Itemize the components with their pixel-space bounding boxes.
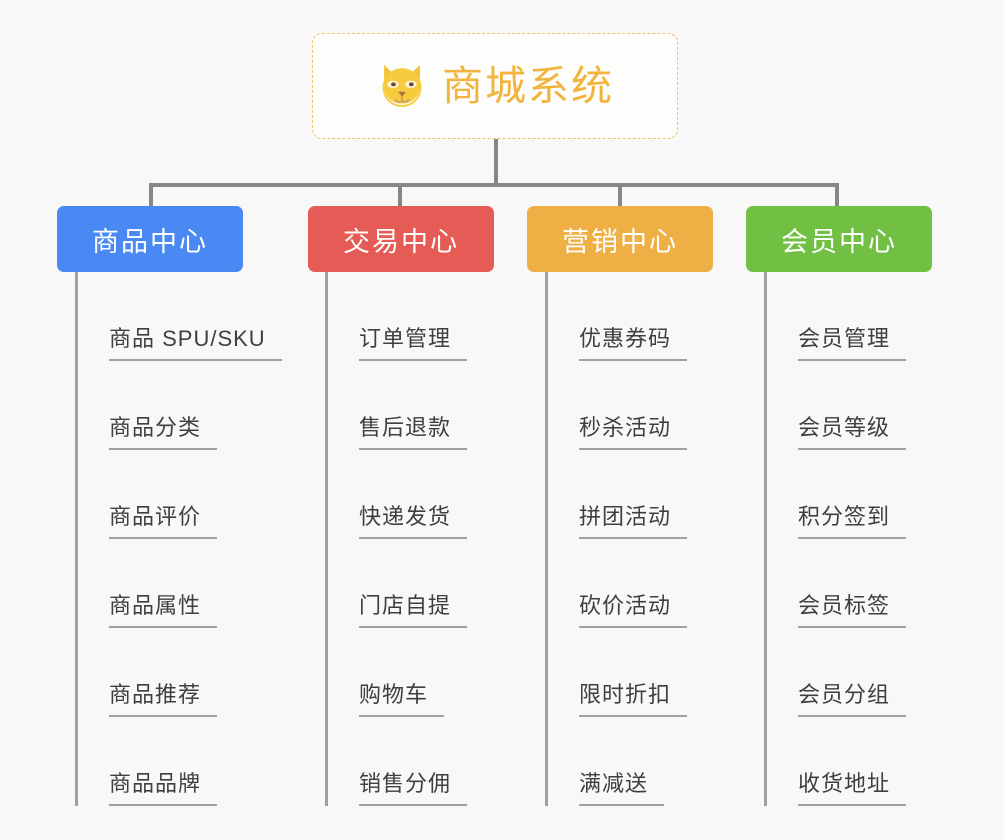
shiba-dog-face-icon xyxy=(376,60,428,112)
category-label: 交易中心 xyxy=(343,226,459,257)
leaf-spine-member-center xyxy=(764,272,767,806)
leaf-item[interactable]: 快递发货 xyxy=(325,450,468,539)
leaf-item-label: 商品 SPU/SKU xyxy=(109,328,282,361)
category-label: 会员中心 xyxy=(781,226,897,257)
leaf-item-label: 会员等级 xyxy=(798,417,907,450)
leaf-column-trade-center: 订单管理售后退款快递发货门店自提购物车销售分佣 xyxy=(325,272,468,806)
leaf-item[interactable]: 商品 SPU/SKU xyxy=(75,272,282,361)
leaf-item-label: 秒杀活动 xyxy=(579,417,688,450)
root-node-title: 商城系统 xyxy=(442,62,614,109)
category-label: 营销中心 xyxy=(562,226,678,257)
leaf-item[interactable]: 商品品牌 xyxy=(75,717,282,806)
leaf-item-label: 会员分组 xyxy=(798,684,907,717)
leaf-item-label: 砍价活动 xyxy=(579,595,688,628)
leaf-item[interactable]: 销售分佣 xyxy=(325,717,468,806)
category-box-trade-center[interactable]: 交易中心 xyxy=(308,206,494,272)
leaf-item-label: 商品分类 xyxy=(109,417,218,450)
leaf-item-label: 会员标签 xyxy=(798,595,907,628)
leaf-item-label: 门店自提 xyxy=(359,595,468,628)
leaf-item-label: 销售分佣 xyxy=(359,773,468,806)
connector-drop-member-center xyxy=(835,183,839,208)
leaf-item-label: 商品品牌 xyxy=(109,773,218,806)
leaf-item[interactable]: 会员等级 xyxy=(764,361,907,450)
leaf-item[interactable]: 限时折扣 xyxy=(545,628,688,717)
leaf-item[interactable]: 会员标签 xyxy=(764,539,907,628)
leaf-item[interactable]: 售后退款 xyxy=(325,361,468,450)
leaf-item-label: 限时折扣 xyxy=(579,684,688,717)
leaf-item-label: 拼团活动 xyxy=(579,506,688,539)
category-box-product-center[interactable]: 商品中心 xyxy=(57,206,243,272)
leaf-item[interactable]: 会员分组 xyxy=(764,628,907,717)
leaf-item[interactable]: 订单管理 xyxy=(325,272,468,361)
leaf-item[interactable]: 会员管理 xyxy=(764,272,907,361)
leaf-spine-marketing-center xyxy=(545,272,548,806)
leaf-item-label: 购物车 xyxy=(359,684,445,717)
leaf-item[interactable]: 购物车 xyxy=(325,628,467,717)
leaf-column-marketing-center: 优惠券码秒杀活动拼团活动砍价活动限时折扣满减送 xyxy=(545,272,688,806)
leaf-item-label: 商品评价 xyxy=(109,506,218,539)
leaf-item[interactable]: 商品分类 xyxy=(75,361,282,450)
leaf-item[interactable]: 商品评价 xyxy=(75,450,282,539)
leaf-item[interactable]: 积分签到 xyxy=(764,450,907,539)
category-box-member-center[interactable]: 会员中心 xyxy=(746,206,932,272)
leaf-spine-trade-center xyxy=(325,272,328,806)
leaf-item[interactable]: 砍价活动 xyxy=(545,539,688,628)
leaf-item-label: 商品属性 xyxy=(109,595,218,628)
leaf-item[interactable]: 商品推荐 xyxy=(75,628,282,717)
leaf-item-label: 商品推荐 xyxy=(109,684,218,717)
leaf-item-label: 优惠券码 xyxy=(579,328,688,361)
leaf-item[interactable]: 门店自提 xyxy=(325,539,468,628)
leaf-item-label: 满减送 xyxy=(579,773,665,806)
leaf-item-label: 收货地址 xyxy=(798,773,907,806)
connector-horizontal-bus xyxy=(149,183,839,187)
leaf-item[interactable]: 秒杀活动 xyxy=(545,361,688,450)
category-box-marketing-center[interactable]: 营销中心 xyxy=(527,206,713,272)
leaf-item[interactable]: 满减送 xyxy=(545,717,687,806)
connector-root-trunk xyxy=(494,139,498,185)
connector-drop-marketing-center xyxy=(618,183,622,208)
leaf-column-member-center: 会员管理会员等级积分签到会员标签会员分组收货地址 xyxy=(764,272,907,806)
connector-drop-product-center xyxy=(149,183,153,208)
leaf-item-label: 会员管理 xyxy=(798,328,907,361)
leaf-item-label: 积分签到 xyxy=(798,506,907,539)
leaf-item-label: 订单管理 xyxy=(359,328,468,361)
leaf-column-product-center: 商品 SPU/SKU 商品分类商品评价商品属性商品推荐商品品牌 xyxy=(75,272,282,806)
connector-drop-trade-center xyxy=(398,183,402,208)
leaf-item[interactable]: 商品属性 xyxy=(75,539,282,628)
leaf-item-label: 售后退款 xyxy=(359,417,468,450)
leaf-item-label: 快递发货 xyxy=(359,506,468,539)
leaf-item[interactable]: 优惠券码 xyxy=(545,272,688,361)
leaf-spine-product-center xyxy=(75,272,78,806)
root-node-mall-system[interactable]: 商城系统 xyxy=(312,33,678,139)
leaf-item[interactable]: 拼团活动 xyxy=(545,450,688,539)
leaf-item[interactable]: 收货地址 xyxy=(764,717,907,806)
category-label: 商品中心 xyxy=(92,226,208,257)
